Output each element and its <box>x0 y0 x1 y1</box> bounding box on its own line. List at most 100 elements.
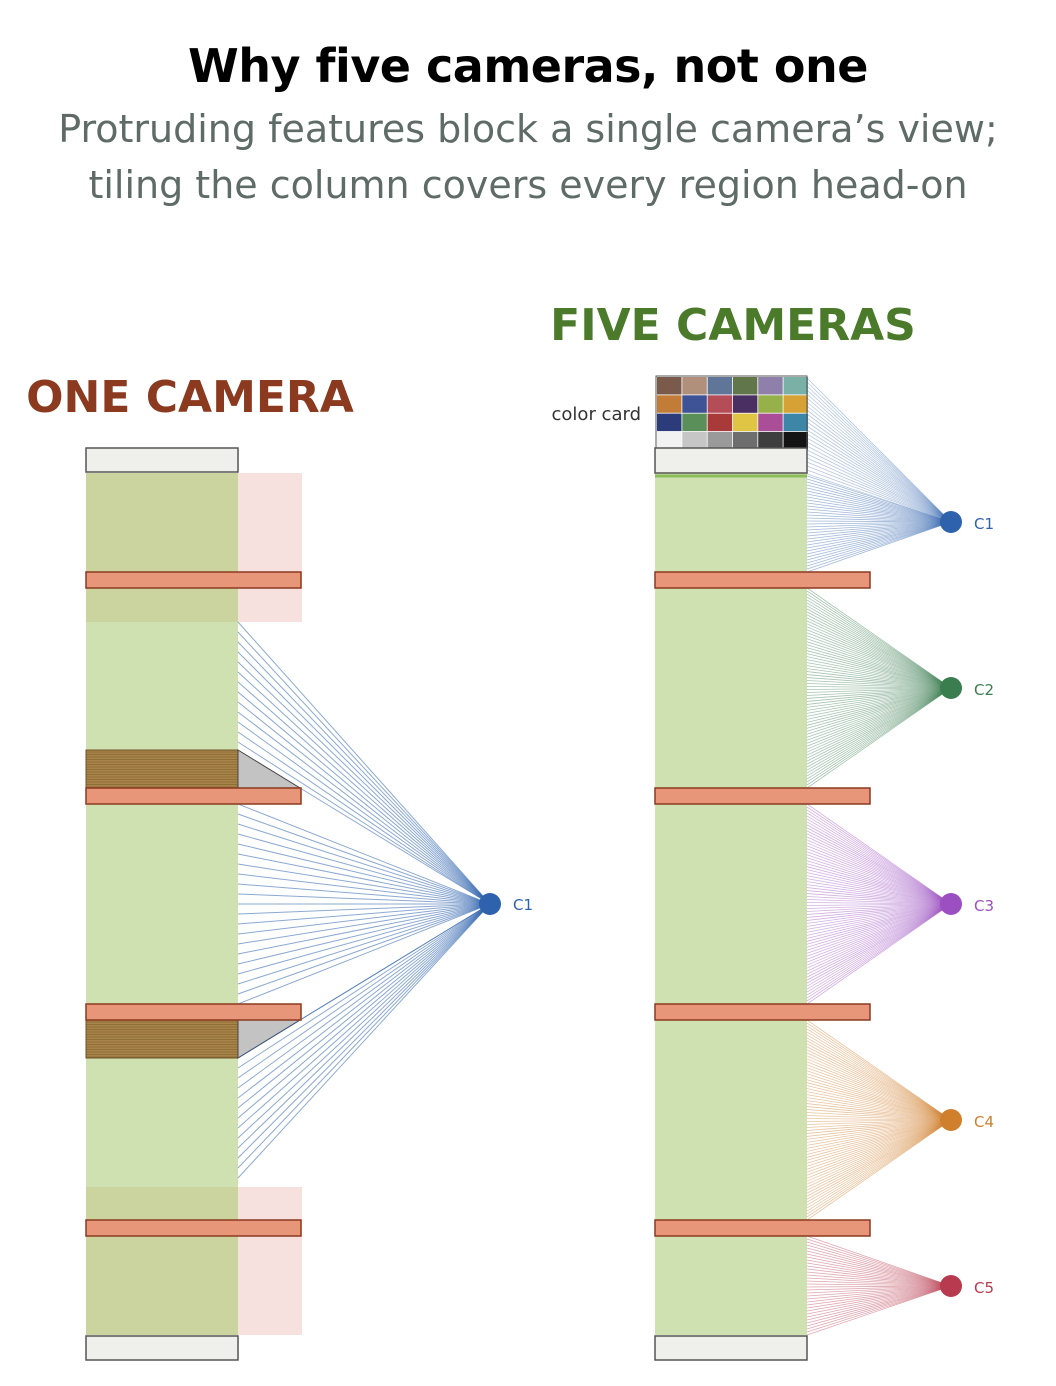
one-camera-title: ONE CAMERA <box>26 372 354 423</box>
right-ray-c1-card <box>806 457 952 523</box>
left-ray <box>237 853 491 905</box>
right-ray-c1 <box>806 481 952 523</box>
right-top-cap <box>654 447 808 474</box>
right-ray-c4 <box>806 1028 952 1121</box>
right-ray-c2 <box>806 687 952 726</box>
right-ray-c3 <box>806 881 952 905</box>
left-ray <box>237 903 491 1179</box>
right-ray-c5 <box>806 1274 952 1287</box>
left-ray <box>237 903 491 935</box>
right-ray-c2 <box>806 635 952 689</box>
right-ray-c3 <box>806 812 952 905</box>
right-ray-c5 <box>806 1285 952 1306</box>
right-ray-c2 <box>806 687 952 759</box>
right-ray-c3 <box>806 903 952 948</box>
color-card-swatch <box>682 377 707 395</box>
left-ray <box>237 721 491 905</box>
right-ray-c3 <box>806 903 952 915</box>
right-ray-c3 <box>806 903 952 966</box>
left-ray <box>237 903 491 1089</box>
left-ray <box>237 813 491 905</box>
right-ray-c3 <box>806 848 952 905</box>
right-ray-c2 <box>806 629 952 689</box>
right-ray-c3 <box>806 903 952 921</box>
color-card <box>655 375 808 450</box>
right-ray-c4 <box>806 1119 952 1170</box>
left-ray <box>237 731 491 905</box>
left-ray <box>237 661 491 905</box>
left-occluded-bottom-zone <box>238 1187 302 1335</box>
right-ray-c3 <box>806 827 952 905</box>
left-ray <box>237 671 491 905</box>
right-ray-c1-card <box>806 405 952 523</box>
right-ray-c2 <box>806 668 952 689</box>
right-ray-c2 <box>806 677 952 689</box>
left-ray <box>237 903 491 1139</box>
right-ray-c2 <box>806 671 952 689</box>
left-ray <box>237 863 491 905</box>
right-ray-c5 <box>806 1285 952 1324</box>
left-camera-rays <box>237 621 491 1179</box>
right-ray-c1 <box>806 521 952 528</box>
right-ray-c4 <box>806 1070 952 1121</box>
right-ray-c4 <box>806 1119 952 1161</box>
right-ray-c1 <box>806 520 952 523</box>
right-ray-c3 <box>806 903 952 945</box>
right-ray-c4 <box>806 1119 952 1212</box>
right-ray-c4 <box>806 1106 952 1121</box>
left-ray <box>237 903 491 975</box>
right-ray-c3 <box>806 860 952 905</box>
right-ray-c3 <box>806 863 952 905</box>
right-ray-c4 <box>806 1118 952 1121</box>
right-ray-c2 <box>806 687 952 747</box>
right-ray-c4 <box>806 1119 952 1206</box>
right-shelf-4 <box>654 1219 871 1237</box>
left-ray <box>237 823 491 905</box>
right-ray-c5 <box>806 1285 952 1312</box>
right-ray-c1 <box>806 521 952 531</box>
color-card-swatch <box>707 377 733 395</box>
right-ray-c4 <box>806 1119 952 1194</box>
right-ray-c1 <box>806 478 952 523</box>
right-ray-c5 <box>806 1285 952 1291</box>
right-bottom-cap <box>654 1335 808 1361</box>
right-ray-c4 <box>806 1100 952 1121</box>
right-ray-c3 <box>806 884 952 905</box>
right-ray-c5 <box>806 1265 952 1287</box>
right-ray-c1 <box>806 521 952 558</box>
right-ray-c5 <box>806 1285 952 1288</box>
right-ray-c2 <box>806 644 952 689</box>
left-ray <box>237 691 491 905</box>
right-ray-c3 <box>806 903 952 954</box>
right-ray-c3 <box>806 902 952 905</box>
left-ray <box>237 873 491 905</box>
color-card-swatch <box>758 431 783 450</box>
right-ray-c1-card <box>806 393 952 523</box>
right-ray-c4 <box>806 1119 952 1215</box>
right-ray-c4 <box>806 1119 952 1155</box>
right-ray-c4 <box>806 1119 952 1191</box>
right-ray-c4 <box>806 1067 952 1121</box>
right-ray-c4 <box>806 1043 952 1121</box>
left-ray <box>237 903 491 1169</box>
color-card-swatch <box>758 413 783 432</box>
right-ray-c4 <box>806 1119 952 1164</box>
right-ray-c2 <box>806 687 952 750</box>
page-title: Why five cameras, not one <box>188 39 868 93</box>
right-ray-c2 <box>806 687 952 729</box>
left-ray <box>237 903 491 1129</box>
color-card-swatch <box>783 377 808 395</box>
right-ray-c4 <box>806 1088 952 1121</box>
right-ray-c1-card <box>806 437 952 523</box>
right-ray-c4 <box>806 1109 952 1121</box>
right-ray-c1-card <box>806 377 952 523</box>
right-ray-c1-card <box>806 425 952 523</box>
right-ray-c1 <box>806 521 952 555</box>
left-ray <box>237 803 491 905</box>
left-ray <box>237 903 491 1109</box>
right-ray-c4 <box>806 1119 952 1182</box>
right-ray-c2 <box>806 626 952 689</box>
left-ray <box>237 903 491 965</box>
right-ray-c3 <box>806 896 952 905</box>
right-ray-c1-card <box>806 465 952 523</box>
